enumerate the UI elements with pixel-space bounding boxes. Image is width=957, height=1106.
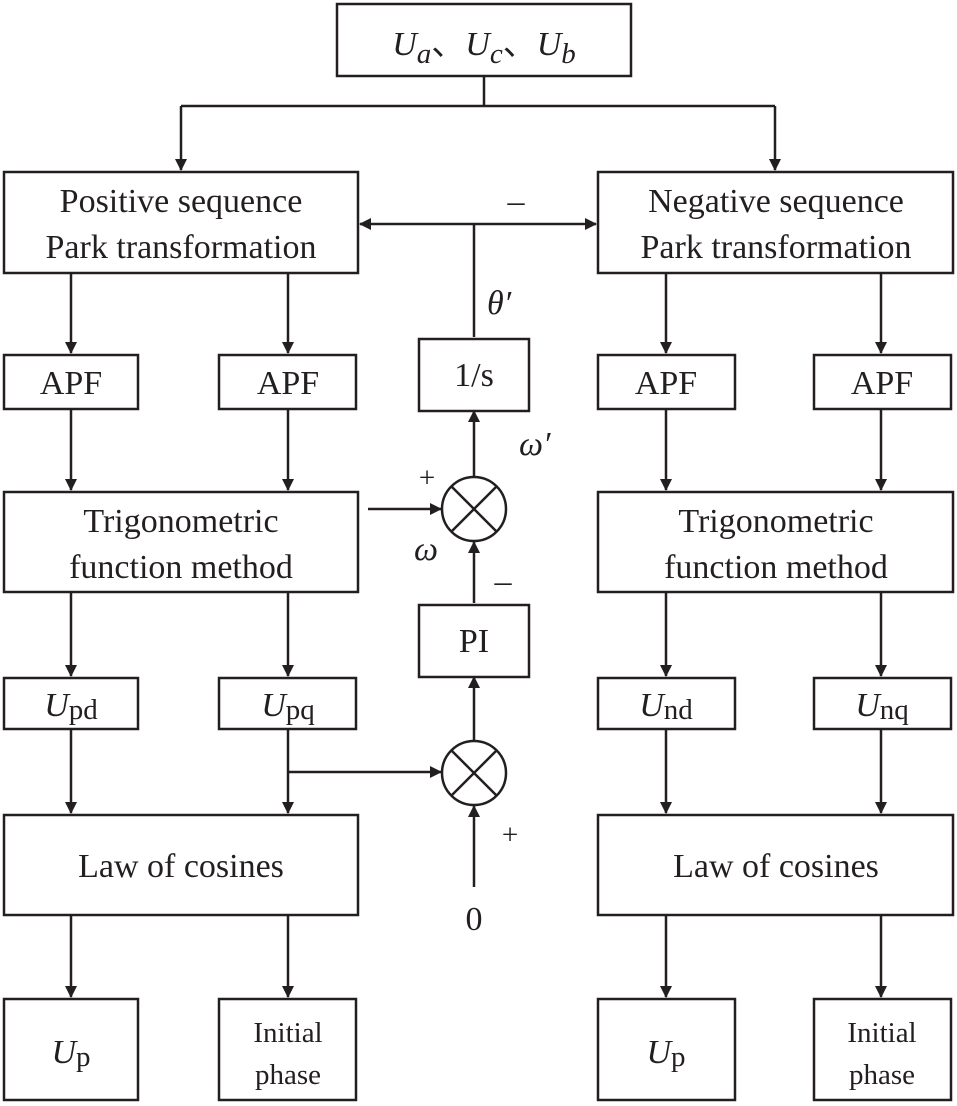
left-amplitude-box: Up (2, 997, 140, 1102)
lower-plus-sign: + (502, 819, 518, 851)
theta-prime-label: θ′ (487, 285, 512, 322)
negative-park-line1: Negative sequence (648, 183, 904, 220)
pi-label: PI (459, 623, 489, 660)
left-apf1-label: APF (40, 365, 102, 402)
zero-reference-label: 0 (466, 901, 483, 938)
right-amplitude-box: Up (596, 997, 737, 1102)
right-phase-box: Initial phase (812, 997, 953, 1102)
right-trig-line1: Trigonometric (678, 503, 873, 540)
positive-park-line2: Park transformation (46, 229, 317, 266)
left-trig-box: Trigonometric function method (2, 490, 360, 594)
right-phase-line1: Initial (847, 1017, 916, 1049)
left-phase-box: Initial phase (217, 997, 358, 1102)
lower-summing-cross-icon (450, 749, 498, 797)
input-voltages-box: Ua、Uc、Ub (335, 2, 633, 78)
left-amplitude-label: Up (51, 1034, 90, 1073)
right-apf1-box: APF (596, 353, 737, 411)
left-apf2-label: APF (257, 365, 319, 402)
left-cosines-box: Law of cosines (2, 813, 360, 917)
left-upd-box: Upd (2, 676, 140, 731)
negative-park-box: Negative sequence Park transformation (596, 170, 955, 275)
right-apf2-label: APF (851, 365, 913, 402)
left-trig-line1: Trigonometric (83, 503, 278, 540)
upper-minus-sign: – (494, 563, 513, 600)
right-trig-box: Trigonometric function method (596, 490, 955, 594)
integrator-box: 1/s (417, 337, 531, 413)
upper-summing-junction (440, 475, 508, 543)
right-apf2-box: APF (812, 353, 953, 411)
input-voltages-label: Ua、Uc、Ub (392, 26, 576, 70)
right-trig-line2: function method (664, 549, 888, 586)
right-und-box: Und (596, 676, 737, 731)
right-unq-label: Unq (855, 687, 909, 726)
connectors (65, 76, 887, 998)
right-apf1-label: APF (635, 365, 697, 402)
upper-summing-cross-icon (450, 485, 498, 533)
left-phase-line2: phase (255, 1059, 321, 1091)
left-trig-line2: function method (69, 549, 293, 586)
left-apf2-box: APF (217, 353, 358, 411)
right-und-label: Und (639, 687, 693, 726)
omega-prime-label: ω′ (519, 426, 551, 463)
right-amplitude-label: Up (646, 1034, 685, 1073)
left-upq-label: Upq (261, 687, 315, 726)
left-apf1-box: APF (2, 353, 140, 411)
left-cosines-label: Law of cosines (78, 848, 284, 885)
left-upq-box: Upq (217, 676, 358, 731)
right-cosines-box: Law of cosines (596, 813, 955, 917)
omega-label: ω (414, 531, 438, 568)
integrator-label: 1/s (454, 357, 494, 394)
negative-park-line2: Park transformation (641, 229, 912, 266)
left-upd-label: Upd (44, 687, 98, 726)
positive-park-line1: Positive sequence (60, 183, 303, 220)
upper-plus-sign: + (419, 462, 435, 494)
right-unq-box: Unq (812, 676, 953, 731)
theta-minus-sign: – (507, 183, 526, 220)
positive-park-box: Positive sequence Park transformation (2, 170, 360, 275)
pi-box: PI (417, 603, 531, 679)
right-cosines-label: Law of cosines (673, 848, 879, 885)
lower-summing-junction (440, 739, 508, 807)
left-phase-line1: Initial (253, 1017, 322, 1049)
right-phase-line2: phase (849, 1059, 915, 1091)
